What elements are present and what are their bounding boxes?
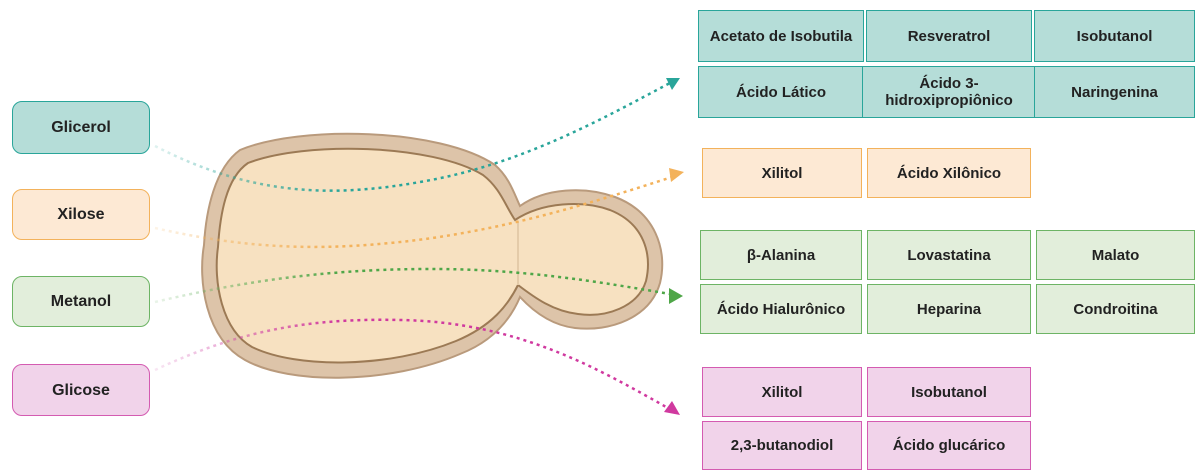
product-isobutanol: Isobutanol — [1034, 10, 1195, 62]
product-acido-xilonico: Ácido Xilônico — [867, 148, 1031, 198]
product-2-3-butanodiol: 2,3-butanodiol — [702, 421, 862, 470]
product-lovastatina: Lovastatina — [867, 230, 1031, 280]
product-acido-latico: Ácido Lático — [698, 66, 864, 118]
cell-interior — [217, 149, 648, 363]
product-naringenina: Naringenina — [1034, 66, 1195, 118]
metanol-arrowhead — [669, 288, 683, 304]
product-malato: Malato — [1036, 230, 1195, 280]
substrate-xilose: Xilose — [12, 189, 150, 240]
product-heparina: Heparina — [867, 284, 1031, 334]
substrate-metanol: Metanol — [12, 276, 150, 327]
product-acido-hialuronico: Ácido Hialurônico — [700, 284, 862, 334]
xilose-arrowhead — [669, 168, 684, 182]
substrate-glicerol: Glicerol — [12, 101, 150, 154]
product-xilitol-xilose: Xilitol — [702, 148, 862, 198]
product-isobutanol-glicose: Isobutanol — [867, 367, 1031, 417]
product-acido-glucarico: Ácido glucárico — [867, 421, 1031, 470]
product-acido-3-hidroxipropionico: Ácido 3-hidroxipropiônico — [862, 66, 1036, 118]
product-beta-alanina: β-Alanina — [700, 230, 862, 280]
product-acetato-de-isobutila: Acetato de Isobutila — [698, 10, 864, 62]
product-resveratrol: Resveratrol — [866, 10, 1032, 62]
substrate-glicose: Glicose — [12, 364, 150, 416]
yeast-cell — [202, 134, 662, 378]
product-xilitol-glicose: Xilitol — [702, 367, 862, 417]
product-condroitina: Condroitina — [1036, 284, 1195, 334]
glicose-arrowhead — [664, 401, 680, 415]
